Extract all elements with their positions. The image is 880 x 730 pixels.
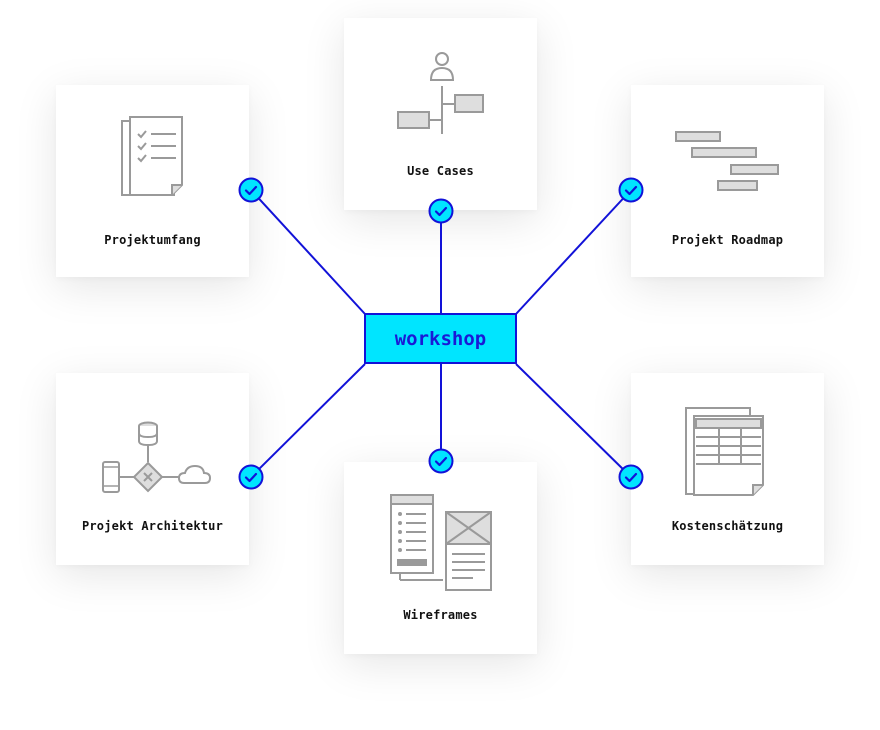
card-projektumfang: Projektumfang [56,85,249,277]
wireframe-icon [390,494,492,591]
connector-line [515,189,632,315]
use-case-diagram-icon [397,52,484,134]
checklist-document-icon [121,116,183,196]
check-circle-icon [618,177,644,203]
architecture-diagram-icon [102,421,212,493]
card-projekt-architektur: Projekt Architektur [56,373,249,565]
check-circle-icon [428,198,454,224]
check-circle-icon [238,177,264,203]
card-use-cases: Use Cases [344,18,537,210]
hub-label: workshop [394,327,487,350]
check-circle-icon [238,464,264,490]
card-label: Projekt Architektur [81,519,224,533]
spreadsheet-document-icon [685,407,764,496]
workshop-hub: workshop [364,313,517,364]
card-label: Projekt Roadmap [671,233,784,247]
connector-line [515,363,632,478]
connector-line [250,363,366,478]
check-circle-icon [428,448,454,474]
card-label: Kostenschätzung [671,519,784,533]
card-kostenschaetzung: Kostenschätzung [631,373,824,565]
check-circle-icon [618,464,644,490]
gantt-roadmap-icon [675,131,779,191]
card-label: Projektumfang [104,233,201,247]
card-projekt-roadmap: Projekt Roadmap [631,85,824,277]
card-label: Use Cases [407,164,474,178]
card-label: Wireframes [403,608,478,622]
card-wireframes: Wireframes [344,462,537,654]
connector-line [250,189,366,315]
